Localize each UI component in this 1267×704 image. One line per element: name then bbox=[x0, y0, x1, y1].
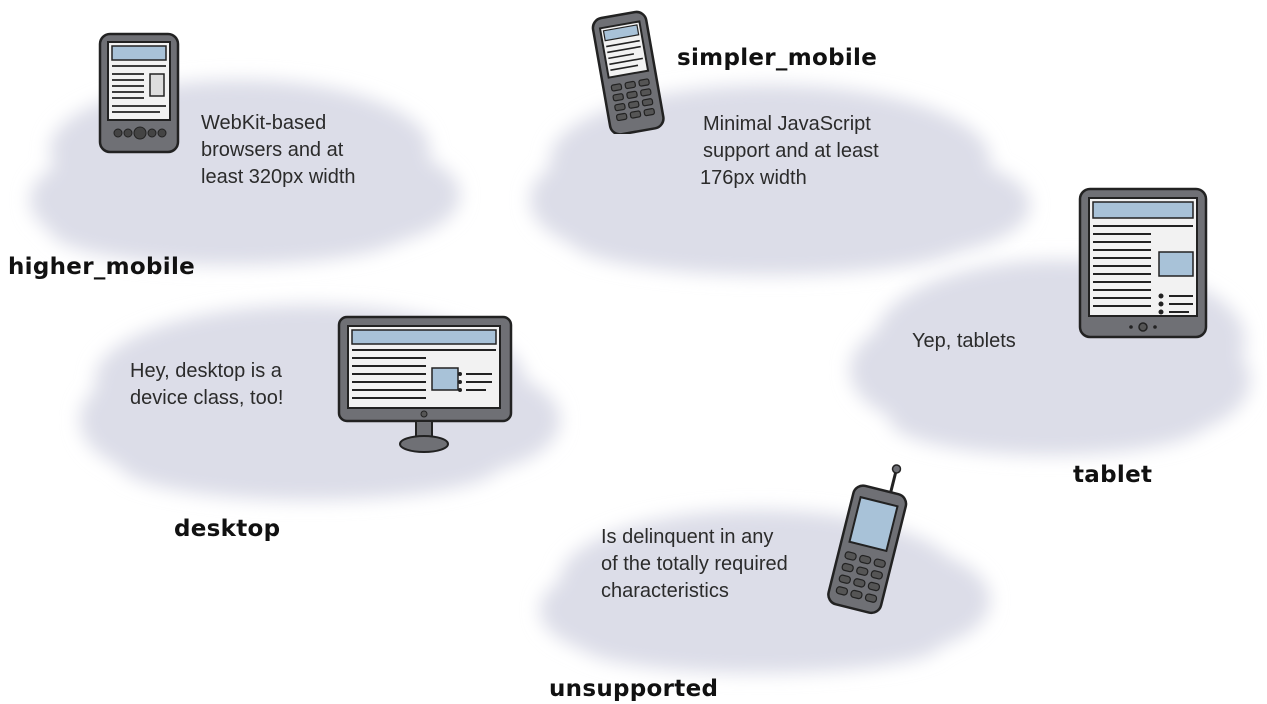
cloud-higher-mobile bbox=[30, 80, 460, 265]
higher-mobile-description: WebKit-based browsers and at least 320px… bbox=[201, 110, 356, 191]
description-line: Hey, desktop is a bbox=[130, 360, 282, 382]
simpler-mobile-description: Minimal JavaScript support and at least … bbox=[700, 111, 879, 192]
tablet-description: Yep, tablets bbox=[912, 328, 1016, 355]
description-line: browsers and at bbox=[201, 139, 344, 161]
pda-icon bbox=[98, 32, 180, 154]
description-line: Minimal JavaScript bbox=[703, 113, 871, 135]
description-line: least 320px width bbox=[201, 166, 356, 188]
description-line: 176px width bbox=[700, 167, 807, 189]
cloud-tablet bbox=[850, 260, 1250, 455]
description-line: support and at least bbox=[703, 140, 879, 162]
description-line: device class, too! bbox=[130, 387, 284, 409]
desktop-description: Hey, desktop is a device class, too! bbox=[130, 358, 283, 412]
simpler-mobile-title: simpler_mobile bbox=[677, 45, 878, 71]
description-line: characteristics bbox=[601, 580, 729, 602]
description-line: of the totally required bbox=[601, 553, 788, 575]
description-line: Yep, tablets bbox=[912, 330, 1016, 352]
unsupported-description: Is delinquent in any of the totally requ… bbox=[601, 524, 788, 605]
higher-mobile-title: higher_mobile bbox=[8, 254, 196, 280]
desktop-title: desktop bbox=[174, 516, 281, 542]
monitor-icon bbox=[337, 315, 513, 453]
tablet-icon bbox=[1078, 187, 1208, 339]
tablet-title: tablet bbox=[1073, 462, 1153, 488]
cloud-simpler-mobile bbox=[530, 85, 1030, 275]
flip-phone-icon bbox=[827, 464, 908, 615]
feature-phone-icon bbox=[591, 10, 665, 134]
description-line: WebKit-based bbox=[201, 112, 327, 134]
description-line: Is delinquent in any bbox=[601, 526, 774, 548]
unsupported-title: unsupported bbox=[549, 676, 719, 702]
